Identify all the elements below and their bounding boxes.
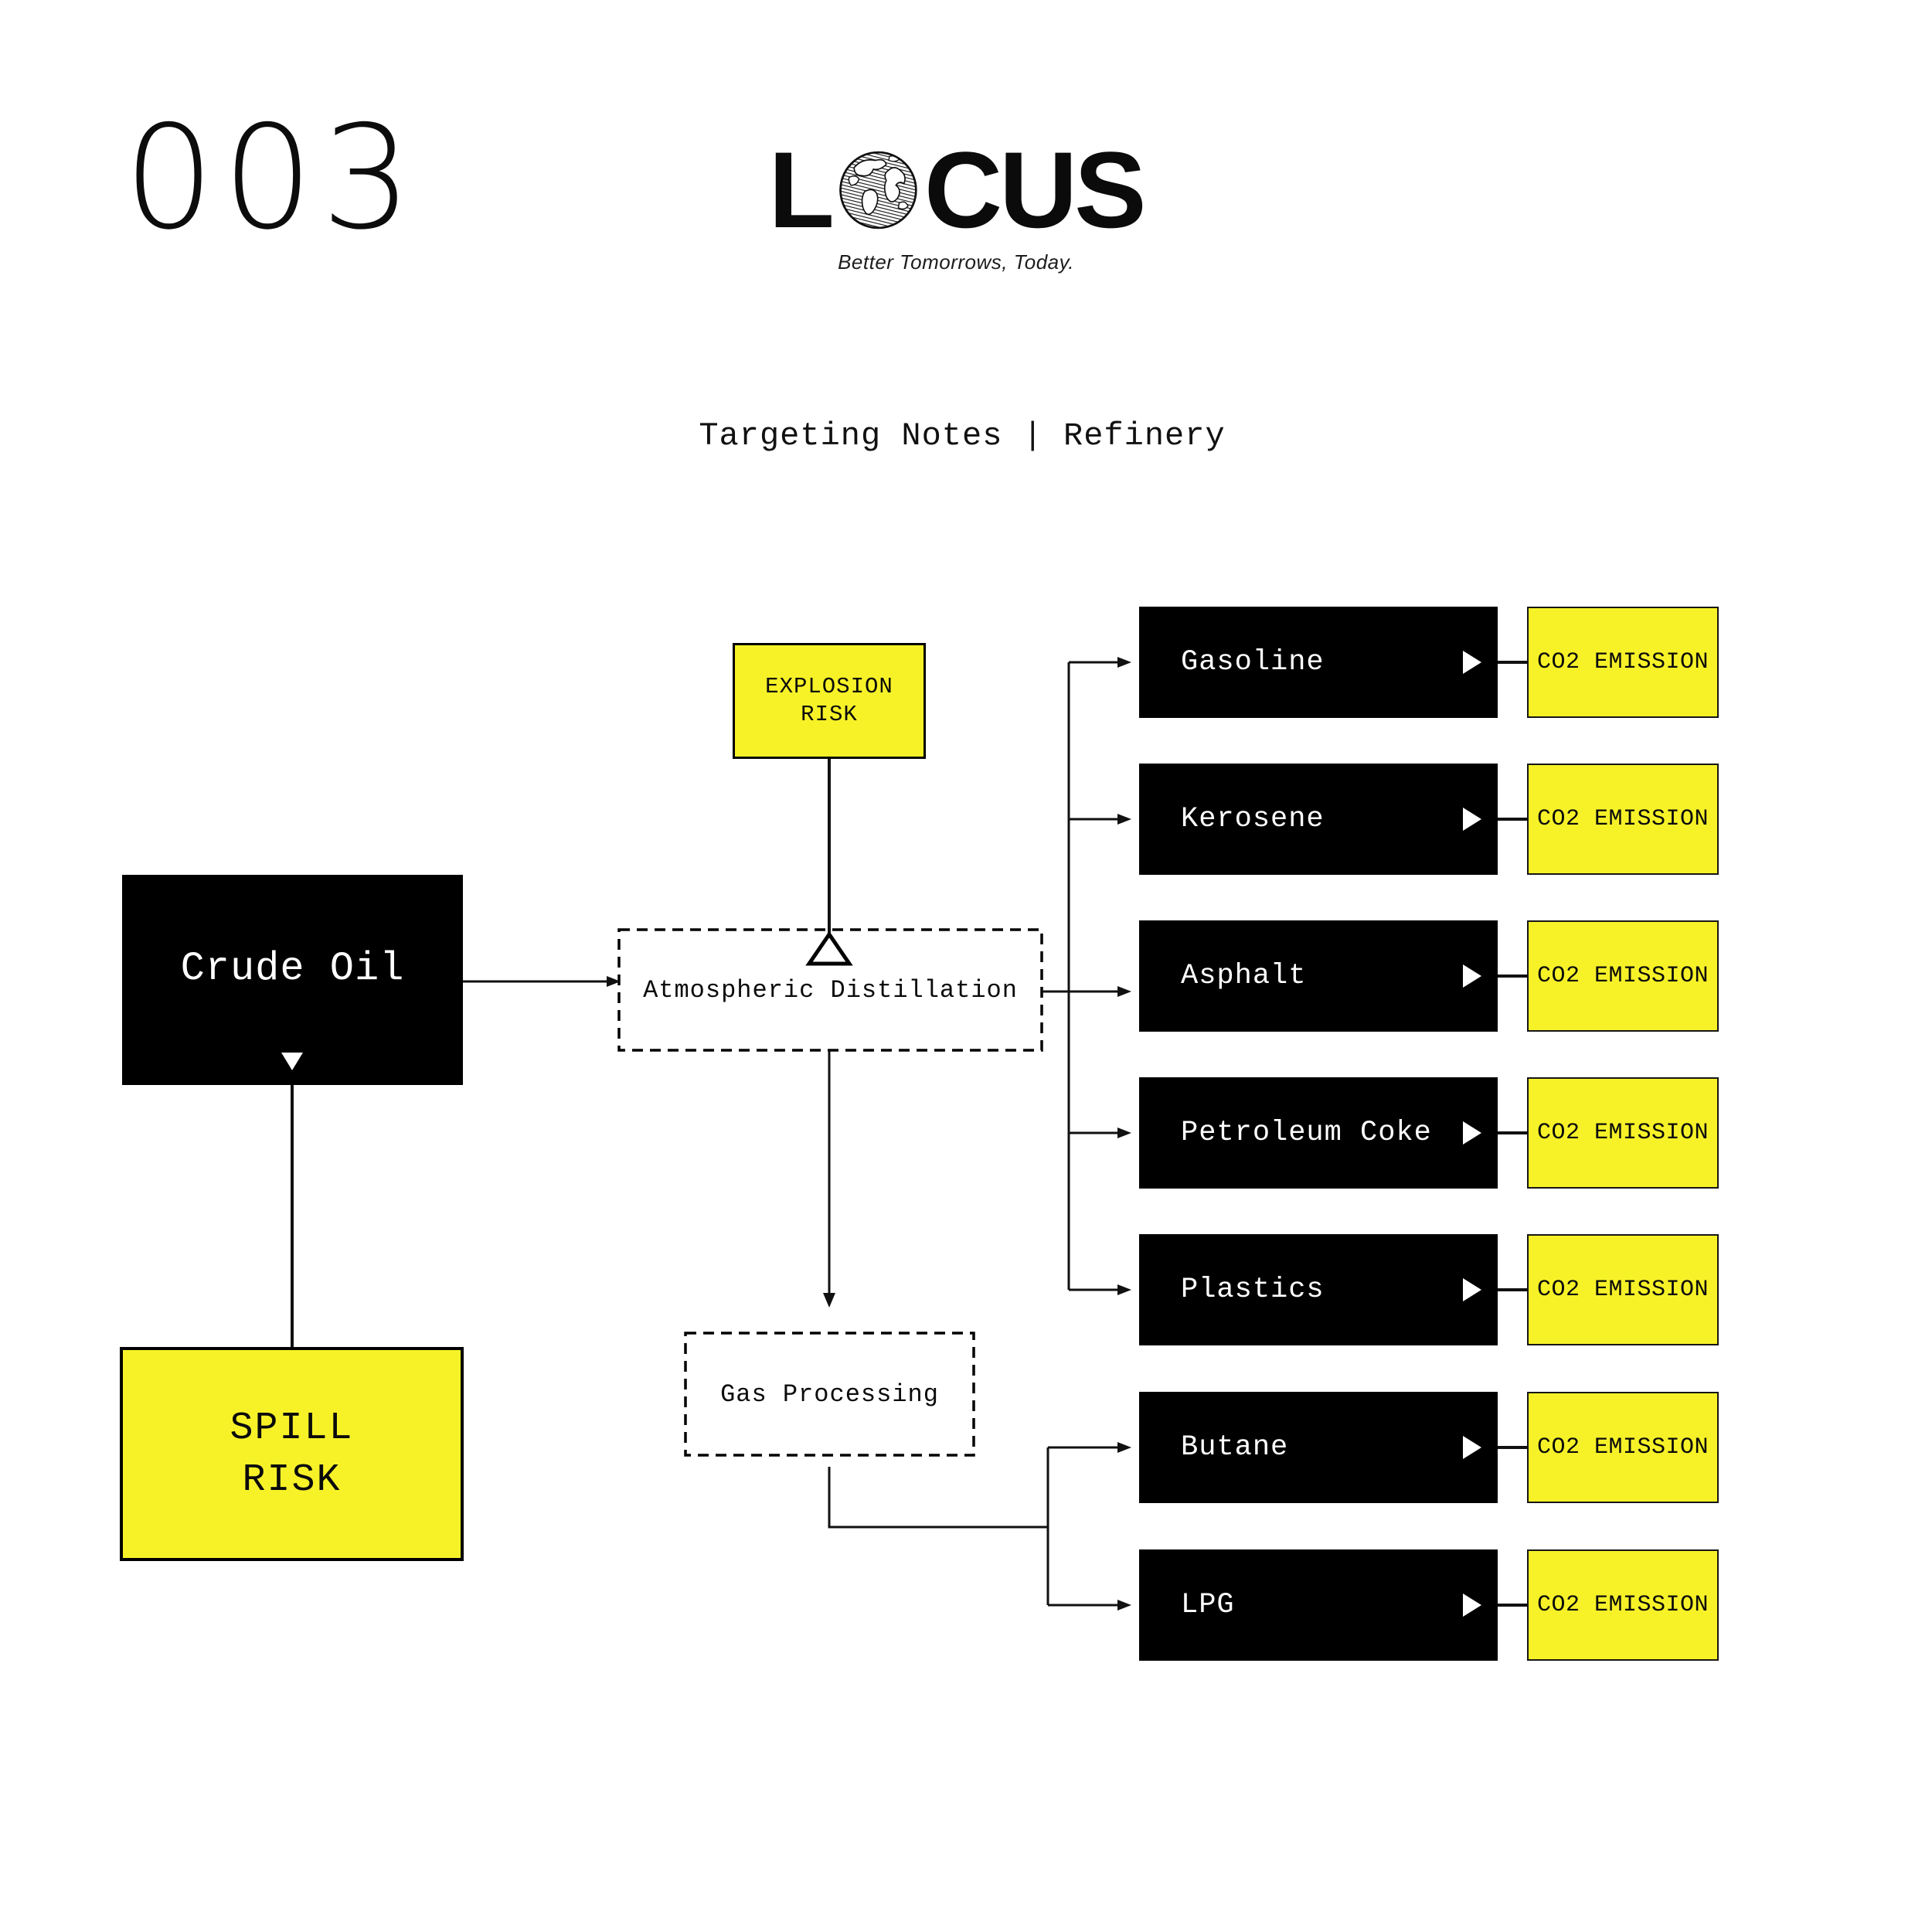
co2-emission-box: CO2 EMISSION — [1527, 920, 1719, 1032]
crude-oil-label: Crude Oil — [180, 945, 405, 992]
product-row-petroleum-coke: Petroleum Coke CO2 EMISSION — [1139, 1077, 1720, 1189]
play-triangle-icon — [1463, 964, 1481, 988]
co2-emission-box: CO2 EMISSION — [1527, 764, 1719, 875]
product-label: Kerosene — [1181, 803, 1325, 835]
product-box-plastics: Plastics — [1139, 1234, 1498, 1345]
gas-processing-outline — [684, 1332, 975, 1457]
gas-processing-label: Gas Processing — [720, 1379, 939, 1409]
co2-emission-box: CO2 EMISSION — [1527, 1549, 1719, 1661]
product-row-lpg: LPG CO2 EMISSION — [1139, 1549, 1720, 1661]
asphalt-arrowhead — [1117, 986, 1131, 997]
plastics-arrowhead — [1117, 1284, 1131, 1295]
petroleum-coke-arrowhead — [1117, 1128, 1131, 1138]
atmospheric-distillation-box: Atmospheric Distillation — [619, 930, 1042, 1050]
product-box-kerosene: Kerosene — [1139, 764, 1498, 875]
co2-emission-label: CO2 EMISSION — [1536, 963, 1709, 989]
co2-emission-label: CO2 EMISSION — [1536, 806, 1709, 832]
play-triangle-icon — [1463, 1594, 1481, 1617]
co2-emission-label: CO2 EMISSION — [1536, 1120, 1709, 1146]
product-label: LPG — [1181, 1589, 1235, 1621]
spill-risk-line1: SPILL — [230, 1406, 354, 1451]
kerosene-arrowhead — [1117, 814, 1131, 825]
crude-to-atmos-arrowhead — [607, 976, 621, 987]
product-row-gasoline: Gasoline CO2 EMISSION — [1139, 607, 1720, 718]
co2-emission-label: CO2 EMISSION — [1536, 1277, 1709, 1303]
logo-letters-cus: CUS — [923, 129, 1147, 250]
explosion-risk-line1: EXPLOSION — [765, 673, 893, 699]
play-triangle-icon — [1463, 1121, 1481, 1145]
product-label: Petroleum Coke — [1181, 1117, 1432, 1149]
co2-emission-box: CO2 EMISSION — [1527, 607, 1719, 718]
product-row-plastics: Plastics CO2 EMISSION — [1139, 1234, 1720, 1345]
logo-letter-l: L — [768, 129, 835, 250]
co2-emission-box: CO2 EMISSION — [1527, 1234, 1719, 1345]
play-triangle-icon — [1463, 1436, 1481, 1459]
co2-emission-label: CO2 EMISSION — [1536, 1592, 1709, 1618]
product-label: Plastics — [1181, 1274, 1325, 1306]
atmos-to-gas-arrowhead — [823, 1293, 835, 1308]
co2-emission-label: CO2 EMISSION — [1536, 1434, 1709, 1461]
product-box-butane: Butane — [1139, 1392, 1498, 1503]
product-box-gasoline: Gasoline — [1139, 607, 1498, 718]
product-label: Gasoline — [1181, 646, 1325, 679]
explosion-risk-line2: RISK — [801, 702, 858, 727]
atmospheric-distillation-label: Atmospheric Distillation — [643, 975, 1018, 1005]
spill-risk-line2: RISK — [242, 1458, 342, 1502]
play-triangle-icon — [1463, 651, 1481, 674]
explosion-risk-box: EXPLOSION RISK — [733, 643, 926, 759]
crude-oil-box: Crude Oil — [122, 875, 463, 1085]
logo-tagline: Better Tomorrows, Today. — [838, 250, 1074, 274]
explosion-hollow-triangle — [805, 930, 853, 966]
gas-to-trunk-elbow — [828, 1467, 1048, 1529]
butane-arrowhead — [1117, 1442, 1131, 1453]
co2-emission-box: CO2 EMISSION — [1527, 1392, 1719, 1503]
product-box-petroleum-coke: Petroleum Coke — [1139, 1077, 1498, 1189]
product-label: Butane — [1181, 1431, 1289, 1464]
spill-risk-box: SPILL RISK — [120, 1347, 464, 1561]
gas-processing-box: Gas Processing — [685, 1333, 974, 1455]
play-triangle-icon — [1463, 808, 1481, 831]
co2-emission-box: CO2 EMISSION — [1527, 1077, 1719, 1189]
globe-icon — [838, 151, 917, 230]
product-box-asphalt: Asphalt — [1139, 920, 1498, 1032]
product-label: Asphalt — [1181, 960, 1307, 992]
document-title: Targeting Notes | Refinery — [699, 417, 1226, 454]
product-row-butane: Butane CO2 EMISSION — [1139, 1392, 1720, 1503]
play-triangle-icon — [1463, 1278, 1481, 1301]
co2-emission-label: CO2 EMISSION — [1536, 649, 1709, 675]
lpg-arrowhead — [1117, 1600, 1131, 1611]
brand-logo: L CUS Better Tomorrows, Today. — [768, 129, 1147, 274]
page-number: 003 — [124, 94, 420, 261]
product-row-asphalt: Asphalt CO2 EMISSION — [1139, 920, 1720, 1032]
product-box-lpg: LPG — [1139, 1549, 1498, 1661]
product-row-kerosene: Kerosene CO2 EMISSION — [1139, 764, 1720, 875]
gasoline-arrowhead — [1117, 657, 1131, 668]
down-triangle-icon — [281, 1053, 303, 1070]
